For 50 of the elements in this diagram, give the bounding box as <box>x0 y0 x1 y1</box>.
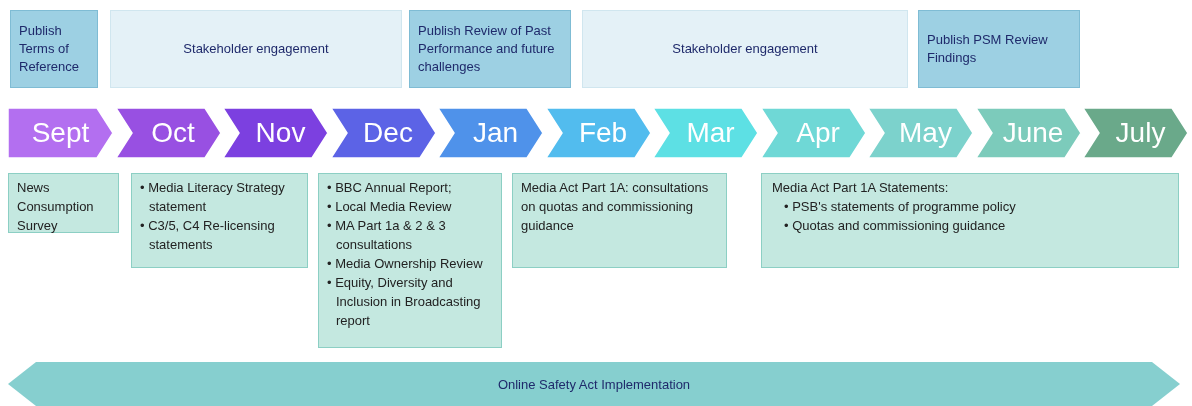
output-box <box>318 173 502 348</box>
bullet-item: • Local Media Review <box>327 198 453 216</box>
bullet-item: • BBC Annual Report; <box>327 179 453 197</box>
month-segment <box>330 108 436 158</box>
month-label: May <box>898 117 953 149</box>
month-segment <box>438 108 543 158</box>
box-heading: Media Act Part 1A Statements: <box>772 179 950 197</box>
output-box <box>8 173 119 233</box>
bullet-item: • C3/5, C4 Re-licensing statements <box>140 217 276 254</box>
month-segment <box>653 108 758 158</box>
box-text: Media Act Part 1A: consultations on quotas and commissioning guidance <box>521 179 710 235</box>
bullet-item: • Equity, Diversity and Inclusion in Broadcasting report <box>327 274 482 330</box>
milestone-text: Stakeholder engagement <box>672 40 818 58</box>
bullet-item: • Media Ownership Review <box>327 255 484 273</box>
month-label: Sept <box>30 117 91 149</box>
month-label: June <box>1001 117 1065 149</box>
month-segment <box>8 108 113 158</box>
band-label: Online Safety Act Implementation <box>497 376 691 392</box>
month-segment <box>545 108 651 158</box>
month-label: Dec <box>362 117 414 149</box>
bullet-item: • MA Part 1a & 2 & 3 consultations <box>327 217 447 254</box>
month-segment <box>1083 108 1188 158</box>
month-label: Mar <box>685 117 736 149</box>
output-box <box>512 173 727 268</box>
milestone-box <box>409 10 571 88</box>
milestone-text: Publish Review of Past Performance and future challenges <box>418 22 556 76</box>
bullet-item: • Quotas and commissioning guidance <box>784 217 1007 235</box>
month-label: Jan <box>471 117 520 149</box>
month-label: Oct <box>150 117 196 149</box>
month-segment <box>223 108 328 158</box>
box-text: News Consumption Survey <box>17 179 95 235</box>
month-segment <box>975 108 1081 158</box>
milestone-text: Stakeholder engagement <box>183 40 329 58</box>
milestone-text: Publish Terms of Reference <box>19 22 80 76</box>
month-segment <box>868 108 973 158</box>
bullet-item: • PSB's statements of programme policy <box>784 198 1017 216</box>
bullet-item: • Media Literacy Strategy statement <box>140 179 286 216</box>
milestone-box <box>110 10 402 88</box>
milestone-box <box>10 10 98 88</box>
month-label: Nov <box>254 117 307 149</box>
month-segment <box>760 108 866 158</box>
month-segment <box>115 108 221 158</box>
month-label: Apr <box>795 117 841 149</box>
output-box <box>761 173 1179 268</box>
milestone-box <box>582 10 908 88</box>
output-box <box>131 173 308 268</box>
milestone-box <box>918 10 1080 88</box>
month-label: Feb <box>577 117 629 149</box>
milestone-text: Publish PSM Review Findings <box>927 31 1049 67</box>
month-label: July <box>1114 117 1167 149</box>
